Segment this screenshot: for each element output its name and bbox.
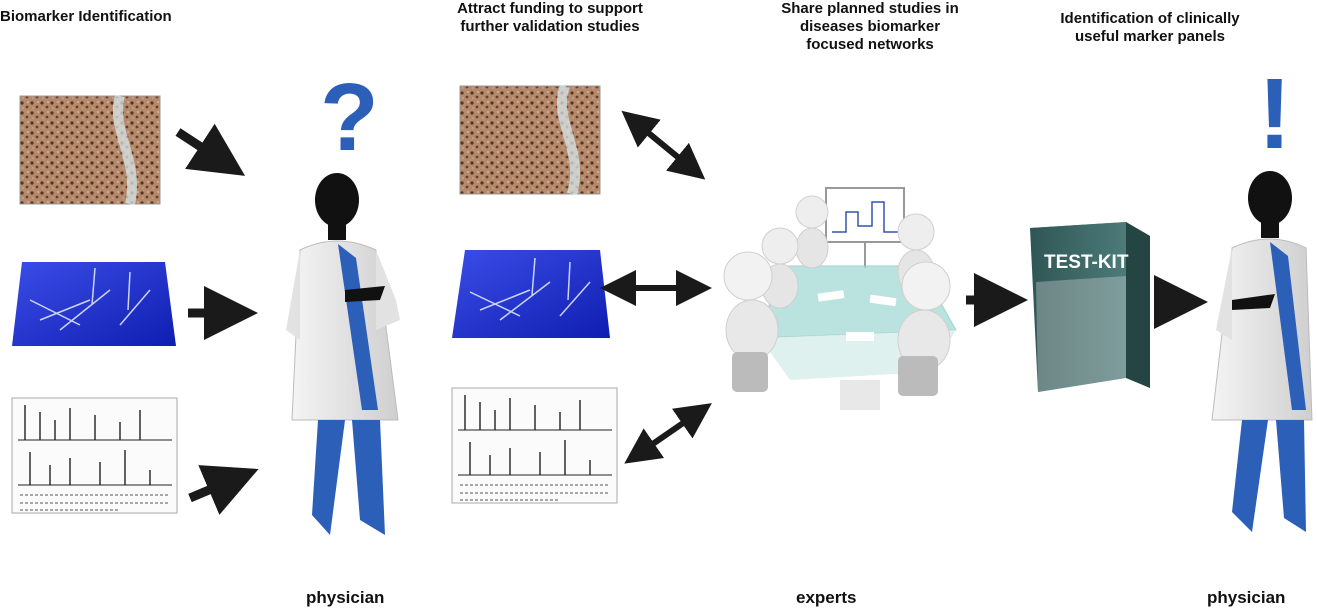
mass-spectrum-2 xyxy=(451,387,618,504)
experts-meeting-illustration xyxy=(723,187,957,410)
arrow-spectrum-to-physician xyxy=(188,465,259,515)
label-physician-right: physician xyxy=(1207,588,1286,607)
test-kit-label: TEST-KIT xyxy=(1044,252,1129,273)
tissue-image-1 xyxy=(19,94,161,206)
label-physician-left: physician xyxy=(306,588,385,607)
label-experts: experts xyxy=(796,588,857,607)
double-arrow-tissue-experts xyxy=(621,110,706,180)
header-share-planned-studies: Share planned studies in diseases biomar… xyxy=(781,0,959,53)
physician-figure-left xyxy=(286,173,400,535)
header-biomarker-identification: Biomarker Identification xyxy=(0,8,172,25)
tissue-image-2 xyxy=(459,84,601,196)
physician-figure-right xyxy=(1211,171,1313,532)
header-attract-funding: Attract funding to support further valid… xyxy=(457,0,643,35)
arrow-tissue-to-physician xyxy=(175,123,246,176)
double-arrow-spectrum-experts xyxy=(624,403,712,464)
question-mark-symbol: ? xyxy=(320,64,379,171)
mass-spectrum-1 xyxy=(11,397,178,514)
test-kit-box xyxy=(1030,222,1150,392)
gel-image-2 xyxy=(452,250,610,338)
exclamation-mark-symbol: ! xyxy=(1258,58,1291,170)
gel-image-1 xyxy=(12,262,176,346)
header-clinical-marker-panels: Identification of clinically useful mark… xyxy=(1060,10,1240,45)
